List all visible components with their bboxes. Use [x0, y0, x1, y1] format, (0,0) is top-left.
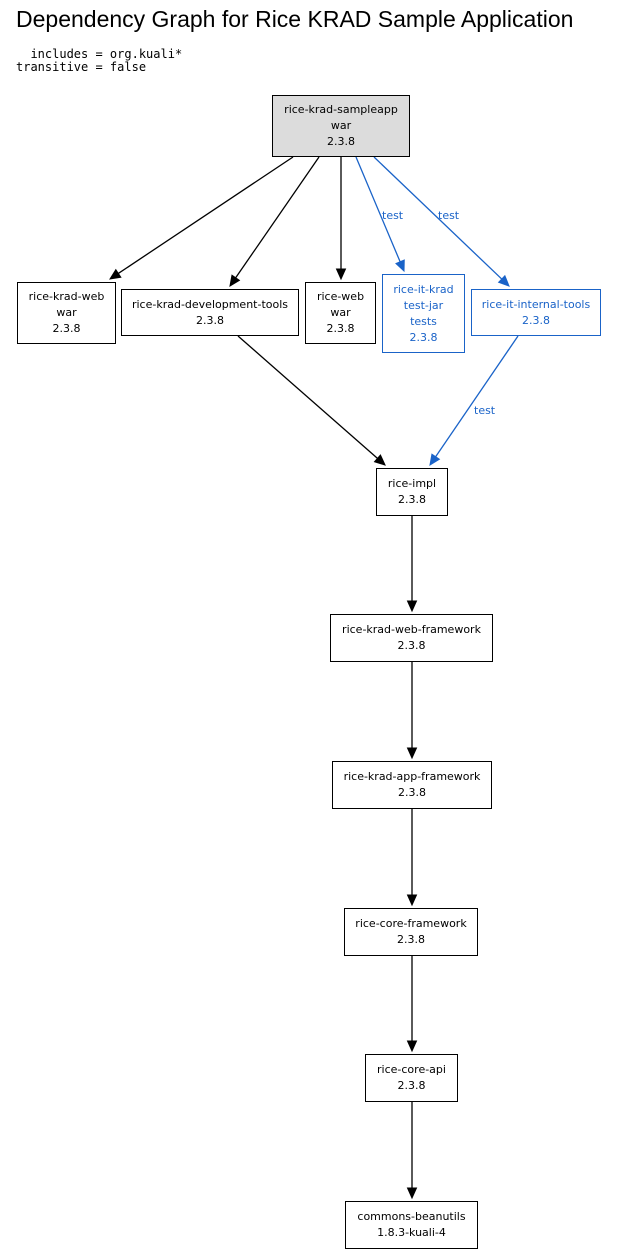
arrowhead-krad-dev-tools-to-rice-impl [373, 454, 386, 466]
node-label-line: rice-web [316, 290, 365, 303]
arrowhead-it-internal-tools-to-rice-impl [429, 453, 441, 467]
edge-krad-dev-tools-to-rice-impl [237, 335, 378, 459]
node-krad-dev-tools: rice-krad-development-tools 2.3.8 [121, 289, 299, 336]
edge-sampleapp-to-krad-dev-tools [235, 156, 320, 279]
node-label-line: rice-it-krad [393, 282, 454, 296]
arrowhead-sampleapp-to-rice-web [335, 268, 347, 281]
config-line-transitive: transitive = false [16, 60, 147, 74]
config-block: includes = org.kuali* transitive = false [16, 48, 182, 74]
node-web-framework: rice-krad-web-framework 2.3.8 [330, 614, 493, 662]
config-line-includes: includes = org.kuali* [16, 47, 183, 61]
node-label-line: war [56, 306, 77, 319]
node-label-line: test-jar [403, 298, 444, 312]
node-label-line: rice-krad-web [28, 290, 105, 303]
node-label-line: 2.3.8 [196, 313, 224, 327]
arrowhead-core-api-to-beanutils [406, 1187, 418, 1200]
node-label-line: tests [410, 314, 437, 328]
node-label-line: commons-beanutils [357, 1210, 466, 1223]
arrowhead-rice-impl-to-web-framework [406, 600, 418, 613]
node-it-internal-tools: rice-it-internal-tools 2.3.8 [471, 289, 601, 336]
arrowhead-app-framework-to-core-framework [406, 894, 418, 907]
edge-it-internal-tools-to-rice-impl [435, 335, 519, 458]
edge-scope-label: test [382, 209, 404, 222]
node-label-line: rice-it-internal-tools [481, 297, 591, 311]
node-krad-web: rice-krad-web war 2.3.8 [17, 282, 116, 344]
node-label-line: rice-krad-web-framework [342, 623, 481, 636]
node-rice-impl: rice-impl 2.3.8 [376, 468, 448, 516]
node-core-api: rice-core-api 2.3.8 [365, 1054, 458, 1102]
edge-scope-label: test [474, 404, 496, 417]
node-rice-web: rice-web war 2.3.8 [305, 282, 376, 344]
arrowhead-web-framework-to-app-framework [406, 747, 418, 760]
node-sampleapp: rice-krad-sampleapp war 2.3.8 [272, 95, 410, 157]
node-label-line: 2.3.8 [398, 493, 426, 506]
node-core-framework: rice-core-framework 2.3.8 [344, 908, 478, 956]
node-it-krad: rice-it-krad test-jar tests 2.3.8 [382, 274, 465, 353]
node-label-line: rice-core-api [377, 1063, 446, 1076]
node-label-line: war [330, 306, 351, 319]
node-label-line: 2.3.8 [397, 933, 425, 946]
edge-sampleapp-to-it-internal-tools [373, 156, 503, 280]
arrowhead-sampleapp-to-it-internal-tools [497, 274, 510, 287]
node-label-line: 2.3.8 [397, 639, 426, 652]
node-label-line: rice-impl [387, 477, 437, 490]
node-label-line: 2.3.8 [397, 1079, 426, 1092]
arrowhead-sampleapp-to-krad-web [108, 268, 122, 280]
node-label-line: rice-krad-sampleapp [284, 103, 398, 116]
node-label-line: rice-krad-app-framework [343, 770, 481, 783]
node-app-framework: rice-krad-app-framework 2.3.8 [332, 761, 492, 809]
node-label-line: 2.3.8 [522, 313, 550, 327]
node-label-line: 2.3.8 [327, 135, 355, 148]
edge-sampleapp-to-krad-web [117, 156, 294, 274]
arrowhead-core-framework-to-core-api [406, 1040, 418, 1053]
node-label-line: 2.3.8 [398, 786, 426, 799]
node-label-line: 1.8.3-kuali-4 [377, 1226, 446, 1239]
node-label-line: 2.3.8 [326, 322, 355, 335]
node-label-line: rice-krad-development-tools [131, 297, 289, 311]
node-label-line: 2.3.8 [409, 330, 438, 344]
page-title: Dependency Graph for Rice KRAD Sample Ap… [16, 6, 574, 32]
arrowhead-sampleapp-to-krad-dev-tools [229, 274, 241, 288]
node-label-line: 2.3.8 [52, 322, 81, 335]
node-label-line: rice-core-framework [355, 917, 467, 930]
arrowhead-sampleapp-to-it-krad [395, 259, 405, 273]
node-label-line: war [330, 119, 352, 132]
edge-scope-label: test [438, 209, 460, 222]
edge-sampleapp-to-it-krad [355, 156, 401, 263]
node-beanutils: commons-beanutils 1.8.3-kuali-4 [345, 1201, 478, 1249]
